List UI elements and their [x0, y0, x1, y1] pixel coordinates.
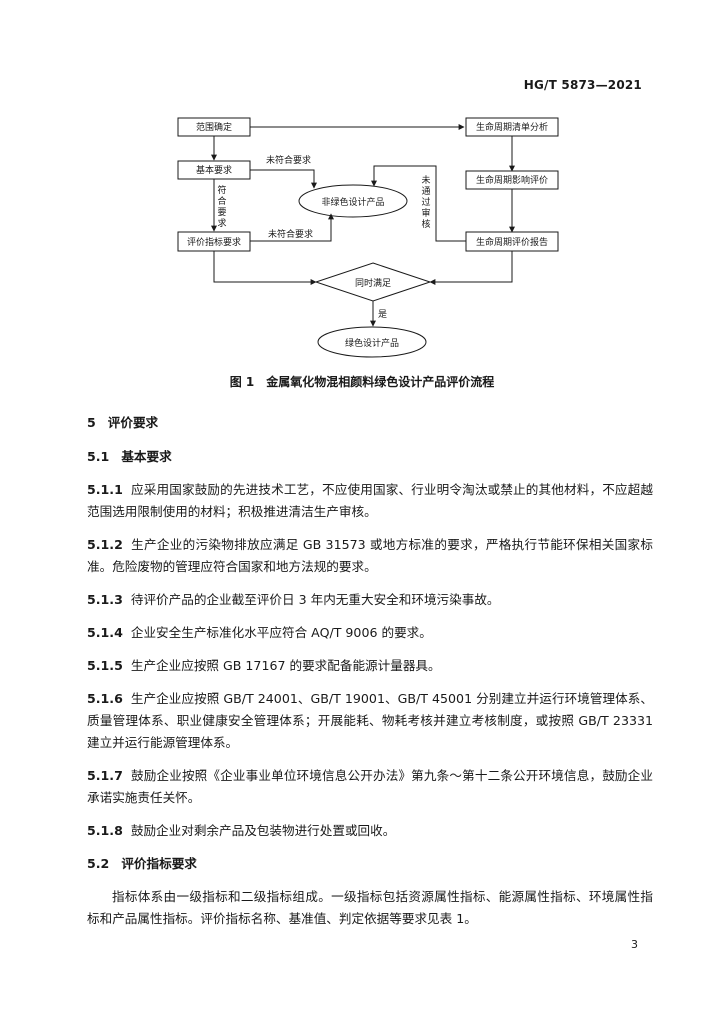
box-report-label: 生命周期评价报告: [476, 236, 548, 248]
oval-non-green-label: 非绿色设计产品: [321, 196, 384, 208]
label-pass-basic-1: 符: [217, 184, 226, 196]
box-impact-label: 生命周期影响评价: [476, 174, 548, 186]
clause-5-2-text: 指标体系由一级指标和二级指标组成。一级指标包括资源属性指标、能源属性指标、环境属…: [87, 889, 653, 926]
label-fail-audit-5: 核: [421, 218, 430, 230]
box-indicator: [177, 231, 251, 252]
label-fail-audit-1: 未: [421, 174, 430, 186]
standard-code: HG/T 5873—2021: [523, 78, 642, 92]
figure-caption: 图 1 金属氧化物混相颜料绿色设计产品评价流程: [229, 375, 495, 389]
box-basic: [177, 160, 251, 180]
arrow-indicator-to-diamond: [213, 251, 317, 285]
box-inventory: [465, 117, 559, 137]
arrow-basic-to-nongreen: [250, 169, 317, 189]
label-fail-audit-4: 审: [421, 207, 430, 219]
box-impact: [465, 170, 559, 190]
box-indicator-label: 评价指标要求: [187, 236, 241, 248]
page-number: 3: [631, 938, 638, 951]
label-pass-basic-4: 求: [217, 217, 226, 229]
label-fail-indicator: 未符合要求: [268, 228, 313, 240]
box-scope-label: 范围确定: [196, 121, 232, 133]
arrow-report-to-nongreen: [371, 165, 466, 242]
oval-green: [317, 326, 427, 358]
evaluation-flowchart: 范围确定 基本要求 评价指标要求 生命周期清单分析 生命周期影响评价 生命周期评…: [177, 117, 559, 358]
box-inventory-label: 生命周期清单分析: [476, 121, 548, 133]
oval-green-label: 绿色设计产品: [345, 337, 399, 349]
oval-non-green: [298, 184, 408, 218]
label-fail-audit-3: 过: [421, 196, 430, 208]
box-basic-label: 基本要求: [196, 164, 232, 176]
label-yes: 是: [378, 309, 387, 320]
arrow-report-to-diamond: [429, 251, 513, 285]
box-scope: [177, 117, 251, 137]
label-fail-audit-2: 通: [421, 186, 430, 197]
label-pass-basic-2: 合: [217, 195, 226, 207]
diamond-both-satisfied: [314, 262, 432, 302]
arrow-indicator-to-nongreen: [250, 213, 334, 242]
label-pass-basic-3: 要: [217, 207, 226, 218]
box-report: [465, 231, 559, 252]
label-fail-basic: 未符合要求: [266, 154, 311, 166]
diamond-label: 同时满足: [355, 277, 391, 289]
